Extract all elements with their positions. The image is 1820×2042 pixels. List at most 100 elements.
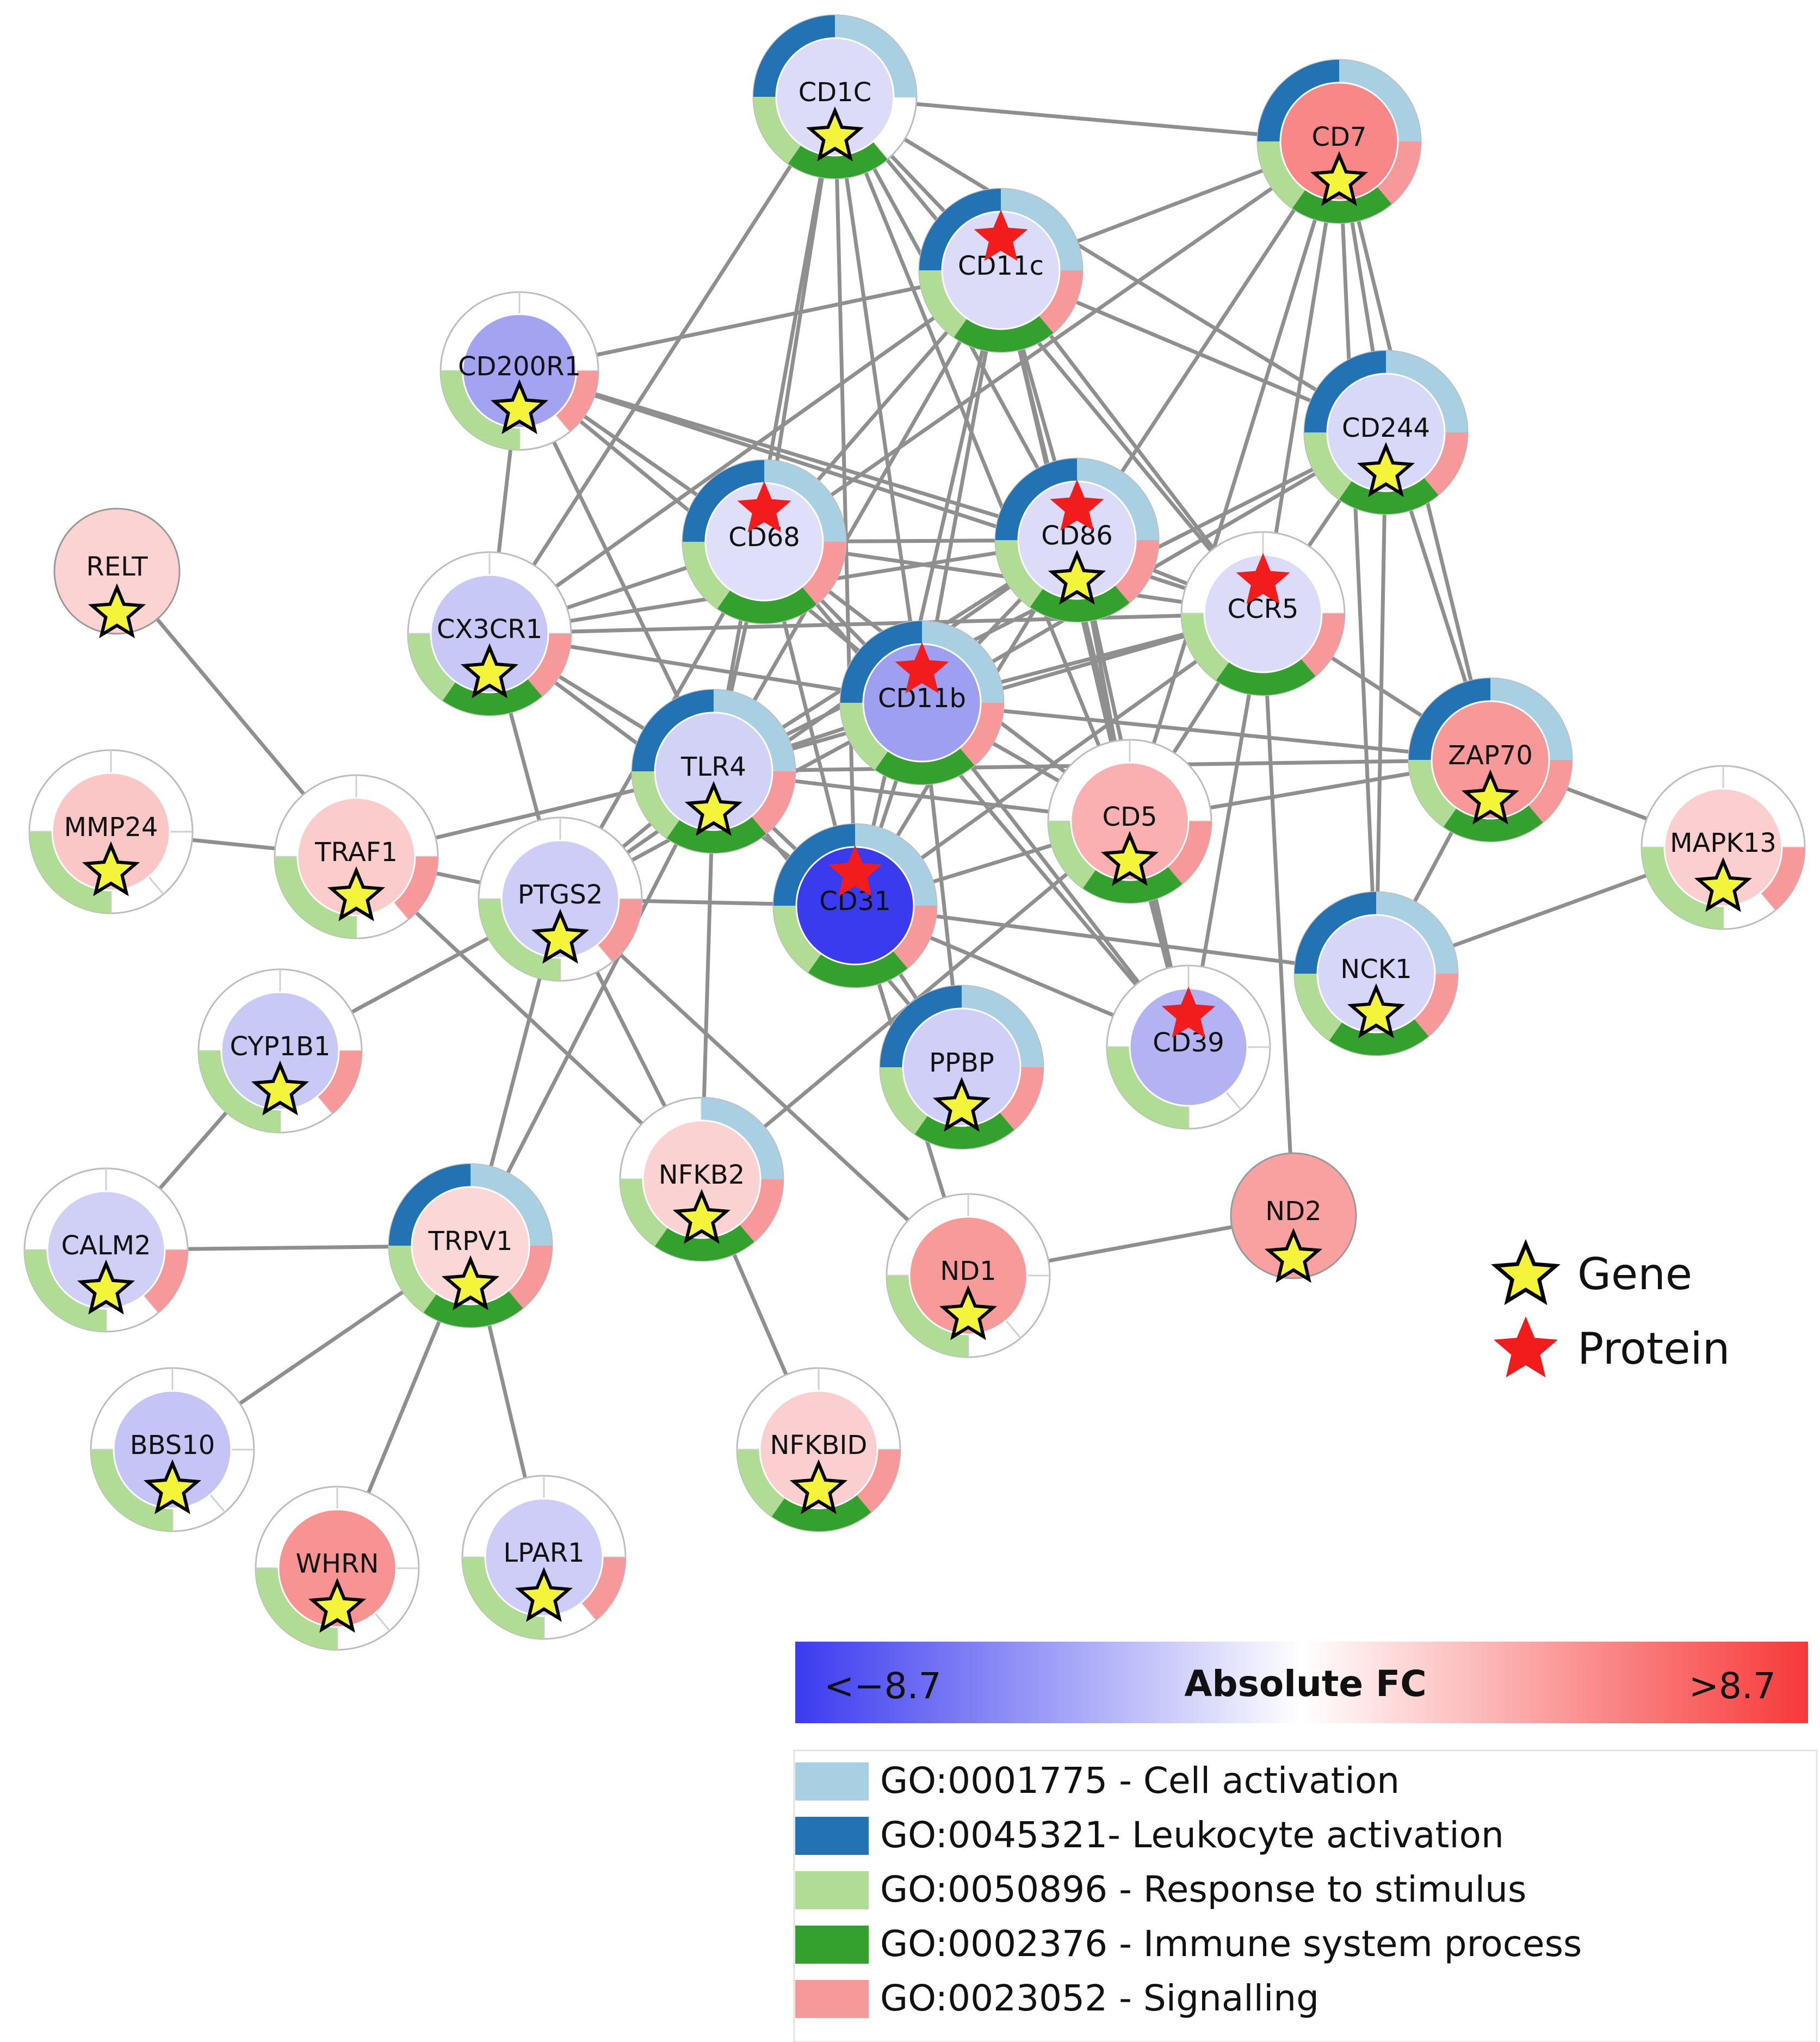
- node-label: MAPK13: [1670, 828, 1776, 858]
- node-fc-circle: [1663, 788, 1783, 907]
- edge-TLR4-TRPV1: [468, 770, 716, 1247]
- go-sector-sig: [893, 906, 937, 968]
- node-cd68[interactable]: CD68: [682, 459, 847, 624]
- node-lpar1[interactable]: LPAR1: [461, 1475, 627, 1640]
- go-sector-resp: [24, 1250, 106, 1332]
- go-swatch-leuk: [795, 1817, 869, 1855]
- go-sector-cell: [1386, 351, 1468, 432]
- node-ppbp[interactable]: PPBP: [879, 985, 1044, 1150]
- node-label: CD244: [1342, 413, 1430, 443]
- go-sector-resp: [479, 899, 560, 981]
- node-nfkb2[interactable]: NFKB2: [619, 1097, 784, 1262]
- node-nd2[interactable]: ND2: [1230, 1152, 1357, 1283]
- gene-star-icon: [806, 106, 864, 162]
- edge-CCR5-ND2: [1261, 613, 1296, 1216]
- node-cd31[interactable]: CD31: [772, 823, 938, 988]
- go-sector-resp: [441, 371, 519, 450]
- node-fc-circle: [46, 1190, 166, 1310]
- edge-CD11c-TLR4: [711, 269, 1003, 772]
- node-tlr4[interactable]: TLR4: [631, 689, 796, 854]
- go-sector-sig: [508, 1246, 552, 1308]
- gene-star-icon: [515, 1567, 573, 1622]
- go-sector-cell: [922, 621, 1004, 703]
- go-sector-cell: [855, 824, 937, 906]
- go-sector-sig: [856, 1450, 900, 1512]
- go-sector-cell: [1077, 459, 1159, 540]
- node-label: PTGS2: [518, 880, 603, 910]
- node-nfkbid[interactable]: NFKBID: [736, 1367, 901, 1532]
- node-traf1[interactable]: TRAF1: [274, 774, 439, 939]
- node-fc-circle: [775, 37, 895, 157]
- node-zap70[interactable]: ZAP70: [1408, 677, 1573, 843]
- go-swatch-immune: [795, 1926, 869, 1964]
- ring-divider: [374, 1612, 391, 1631]
- go-sector-cell: [835, 15, 917, 97]
- node-fc-circle: [1326, 373, 1446, 492]
- go-sector-sig: [1301, 614, 1345, 676]
- node-label: CD200R1: [458, 351, 581, 382]
- go-sector-immune: [875, 747, 975, 784]
- node-cx3cr1[interactable]: CX3CR1: [407, 551, 572, 716]
- node-nck1[interactable]: NCK1: [1293, 891, 1459, 1056]
- node-cyp1b1[interactable]: CYP1B1: [197, 968, 363, 1134]
- node-label: WHRN: [296, 1549, 379, 1579]
- go-sector-cell: [714, 690, 795, 771]
- node-bbs10[interactable]: BBS10: [90, 1367, 255, 1532]
- gene-star-icon: [672, 1189, 731, 1244]
- node-relt[interactable]: RELT: [53, 508, 181, 639]
- ring-divider: [1225, 1091, 1242, 1110]
- node-cd39[interactable]: CD39: [1106, 964, 1271, 1130]
- node-cd11b[interactable]: CD11b: [839, 620, 1005, 785]
- node-cd5[interactable]: CD5: [1047, 739, 1212, 904]
- go-term-label: GO:0001775 - Cell activation: [880, 1760, 1400, 1802]
- node-label: NFKBID: [770, 1430, 867, 1461]
- node-label: NCK1: [1340, 954, 1412, 985]
- fc-colorbar: <−8.7 Absolute FC >8.7: [795, 1642, 1808, 1723]
- node-fc-circle: [113, 1390, 232, 1509]
- go-sector-resp: [1642, 847, 1723, 929]
- node-label: CCR5: [1228, 594, 1299, 624]
- gene-star-icon: [1100, 831, 1159, 886]
- gene-star-icon: [1461, 769, 1520, 825]
- go-sector-sig: [581, 1557, 626, 1620]
- node-label: RELT: [86, 552, 148, 582]
- gene-star-icon: [327, 866, 386, 921]
- node-calm2[interactable]: CALM2: [23, 1167, 189, 1333]
- go-sector-leuk: [995, 459, 1077, 540]
- node-cd11c[interactable]: CD11c: [918, 188, 1084, 353]
- go-sector-leuk: [1304, 351, 1386, 432]
- edge-CD1C-TLR4: [711, 96, 837, 772]
- protein-star-icon: [828, 845, 882, 896]
- node-ccr5[interactable]: CCR5: [1180, 531, 1346, 696]
- node-mmp24[interactable]: MMP24: [28, 749, 194, 914]
- node-fc-circle: [1279, 82, 1399, 201]
- node-cd1c[interactable]: CD1C: [752, 14, 918, 180]
- node-fc-circle: [296, 797, 416, 917]
- node-cd7[interactable]: CD7: [1256, 59, 1422, 224]
- go-sector-leuk: [632, 690, 714, 771]
- node-cd200r1[interactable]: CD200R1: [439, 291, 599, 451]
- node-ptgs2[interactable]: PTGS2: [478, 816, 643, 982]
- go-sector-immune: [666, 816, 766, 853]
- edge-CD86-PTGS2: [559, 539, 1078, 901]
- go-term-label: GO:0050896 - Response to stimulus: [880, 1868, 1526, 1910]
- go-sector-sig: [1528, 760, 1572, 822]
- node-fc-circle: [411, 1186, 530, 1305]
- edge-CD1C-CD5: [833, 96, 1132, 822]
- go-sector-leuk: [683, 460, 764, 542]
- gene-star-icon: [1347, 983, 1406, 1038]
- edge-PTGS2-ND1: [559, 898, 970, 1277]
- go-term-label: GO:0045321- Leukocyte activation: [880, 1814, 1504, 1856]
- node-mapk13[interactable]: MAPK13: [1641, 765, 1806, 930]
- go-sector-leuk: [1409, 678, 1490, 760]
- gene-legend-label: Gene: [1577, 1249, 1692, 1300]
- node-whrn[interactable]: WHRN: [255, 1486, 420, 1651]
- go-sector-sig: [1414, 974, 1458, 1036]
- node-cd86[interactable]: CD86: [994, 457, 1160, 623]
- edge-CD1C-CCR5: [833, 95, 1265, 615]
- node-fc-circle: [277, 1508, 397, 1628]
- node-trpv1[interactable]: TRPV1: [388, 1163, 553, 1328]
- node-cd244[interactable]: CD244: [1303, 350, 1469, 515]
- go-sector-resp: [199, 1051, 280, 1133]
- node-nd1[interactable]: ND1: [886, 1193, 1051, 1358]
